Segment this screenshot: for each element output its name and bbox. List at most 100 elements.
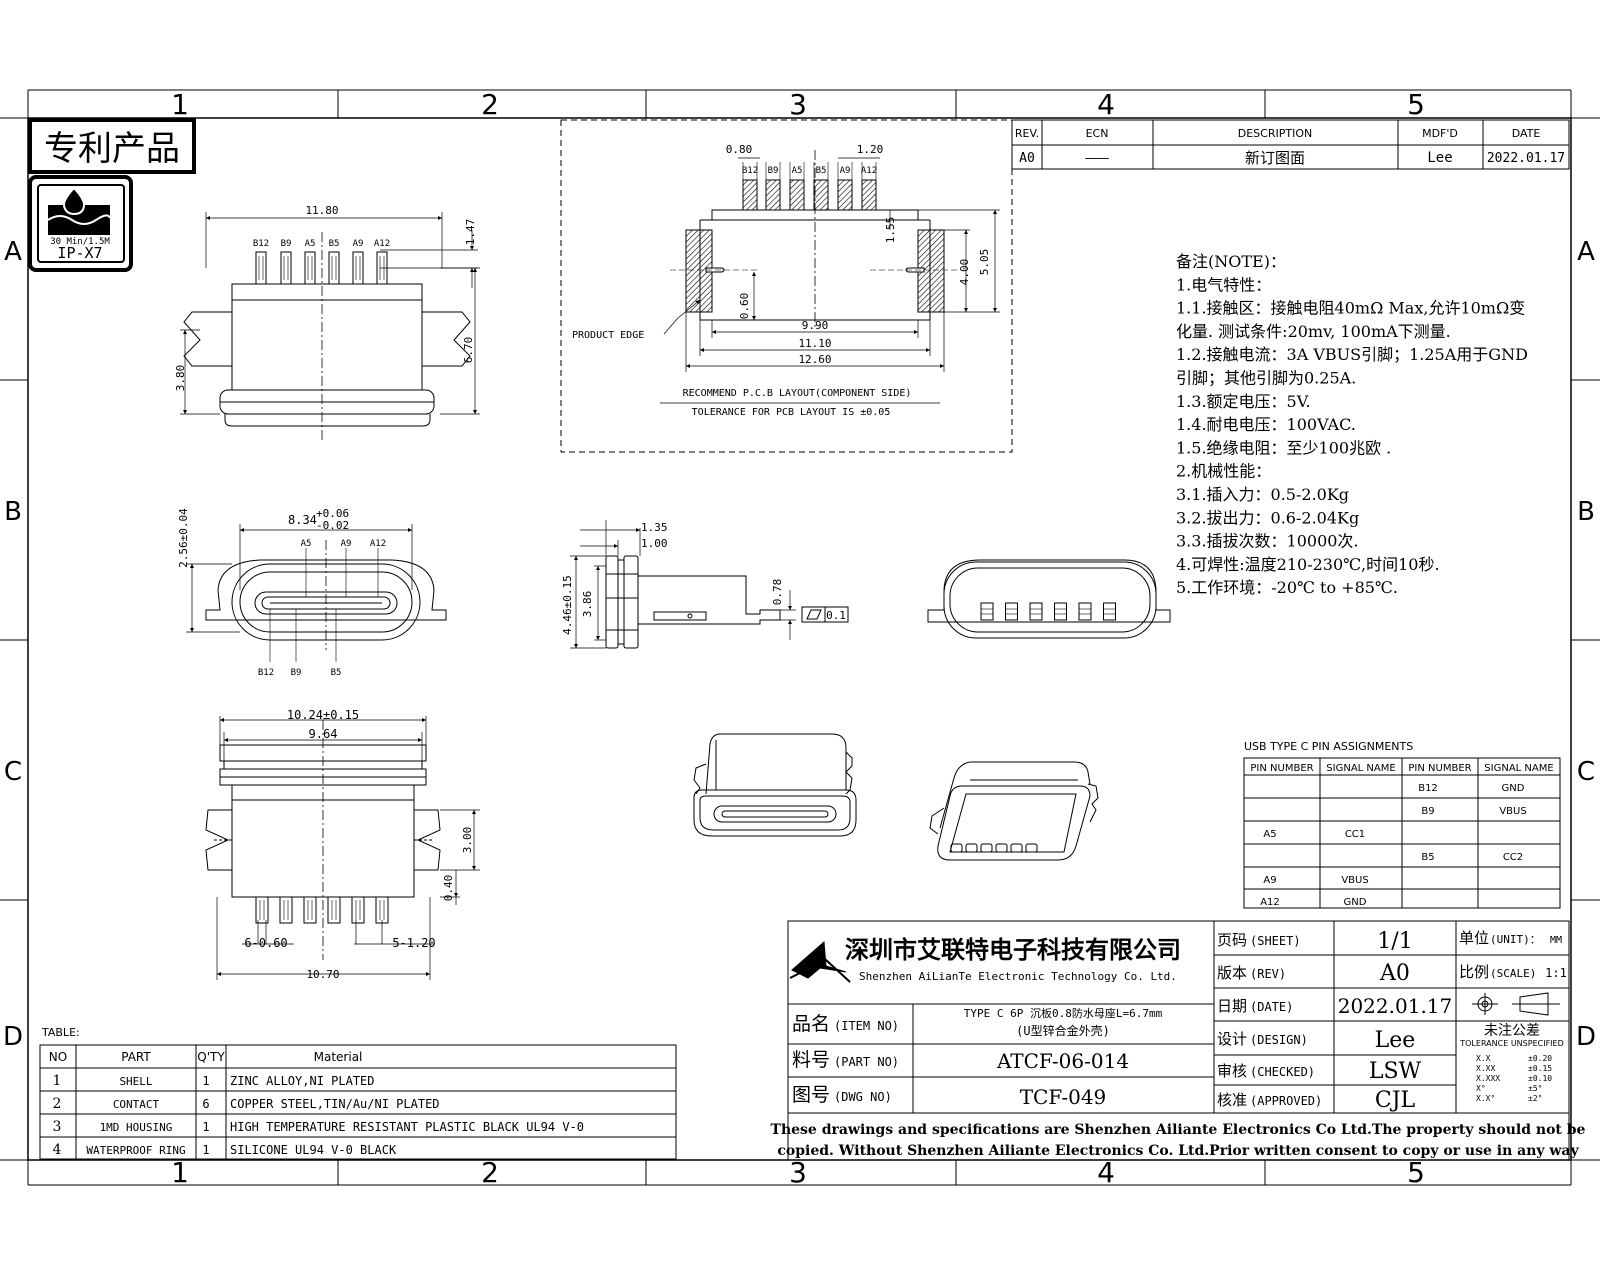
date-value: 2022.01.17: [1338, 994, 1453, 1018]
zone-col-3: 3: [789, 88, 807, 121]
pin-table-cell: CC1: [1345, 829, 1365, 840]
bottom-dim-964: 9.64: [309, 727, 338, 741]
side-dim-446: 4.46±0.15: [561, 575, 574, 635]
top-pin-label-B9: B9: [281, 239, 292, 249]
bottom-pin: [255, 896, 269, 924]
side-dim-100: 1.00: [641, 537, 668, 550]
material-part: 1MD HOUSING: [100, 1121, 173, 1134]
zone-row-B: B: [4, 497, 22, 527]
part-label: 料号: [792, 1049, 830, 1071]
rev-value: A0: [1379, 961, 1410, 986]
pin-table-cell: CC2: [1503, 852, 1523, 863]
pcb-dim-120: 1.20: [857, 143, 884, 156]
note-line: 1.5.绝缘电阻：至少100兆欧 .: [1176, 438, 1391, 457]
rear-pin-window: [980, 602, 994, 621]
note-line: 4.可焊性:温度210-230℃,时间10秒.: [1176, 555, 1440, 574]
company-name-en: Shenzhen AiLianTe Electronic Technology …: [859, 970, 1177, 983]
side-flatness: 0.1: [826, 609, 846, 622]
note-line: 1.3.额定电压：5V.: [1176, 392, 1311, 411]
zone-col-4-bottom: 4: [1097, 1156, 1115, 1189]
material-no: 3: [53, 1119, 62, 1135]
rev-header-mdfd: MDF'D: [1422, 127, 1458, 140]
pin-table-cell: VBUS: [1341, 875, 1368, 886]
top-pin-label-A12: A12: [374, 239, 390, 249]
pin-table-cell: GND: [1502, 783, 1525, 794]
side-dim-078: 0.78: [771, 579, 784, 606]
checked-value: LSW: [1369, 1059, 1422, 1084]
rev-row-date: 2022.01.17: [1487, 151, 1565, 166]
tolerance-key: X.X°: [1476, 1094, 1495, 1103]
pcb-pad-A12: [861, 179, 877, 211]
checked-label: 审核: [1217, 1062, 1247, 1080]
notes-block: 备注(NOTE)：1.电气特性：1.1.接触区：接触电阻40mΩ Max,允许1…: [1176, 252, 1528, 597]
pcb-pad-B12: [742, 179, 758, 211]
top-pin-B9: [280, 251, 292, 285]
pcb-pin-label-A12: A12: [861, 166, 877, 176]
scale-label: 比例: [1459, 963, 1489, 981]
tolerance-key: X.X: [1476, 1054, 1491, 1063]
design-value: Lee: [1375, 1028, 1416, 1053]
material-qty: 6: [202, 1097, 209, 1111]
item-value-2: (U型锌合金外壳): [1016, 1023, 1110, 1038]
zone-col-1: 1: [171, 88, 189, 121]
material-qty: 1: [202, 1120, 209, 1134]
unit-label: 单位: [1459, 929, 1489, 947]
pin-table-header: PIN NUMBER: [1250, 763, 1313, 774]
material-header: Material: [314, 1050, 363, 1064]
tolerance-value: ±2°: [1528, 1094, 1542, 1103]
design-label: 设计: [1217, 1030, 1247, 1048]
item-value-1: TYPE C 6P 沉板0.8防水母座L=6.7mm: [964, 1006, 1163, 1020]
design-label-en: (DESIGN): [1250, 1033, 1308, 1047]
bottom-pin: [279, 896, 293, 924]
company-logo: [791, 940, 847, 979]
rear-pin-window: [1029, 602, 1043, 621]
rev-label: 版本: [1217, 964, 1247, 982]
bottom-view: [205, 716, 480, 980]
part-label-en: (PART NO): [834, 1055, 899, 1069]
material-description: COPPER STEEL,TIN/Au/NI PLATED: [230, 1097, 440, 1111]
material-part: SHELL: [119, 1075, 152, 1088]
sheet-label: 页码: [1217, 931, 1247, 949]
bottom-dim-pitch-b: 5-1.20: [392, 936, 435, 950]
material-description: HIGH TEMPERATURE RESISTANT PLASTIC BLACK…: [230, 1120, 584, 1134]
dwg-value: TCF-049: [1020, 1085, 1107, 1109]
rear-view: [927, 559, 1171, 639]
pin-table-cell: VBUS: [1499, 806, 1526, 817]
title-block: [787, 920, 1570, 1161]
material-part: WATERPROOF RING: [86, 1144, 185, 1157]
pcb-dim-080: 0.80: [726, 143, 753, 156]
side-dim-135: 1.35: [641, 521, 668, 534]
zone-col-2-bottom: 2: [481, 1156, 499, 1189]
iso-pin: [950, 843, 963, 853]
tolerance-key: X.XX: [1476, 1064, 1495, 1073]
top-view: [180, 212, 480, 440]
top-pin-label-B5: B5: [329, 239, 340, 249]
top-dim-pin-len: 1.47: [464, 219, 477, 246]
bottom-view-labels: 10.24±0.15 9.64 3.00 0.40 6-0.60 5-1.20 …: [244, 708, 474, 981]
material-description: ZINC ALLOY,NI PLATED: [230, 1074, 375, 1088]
front-pin-a9: A9: [341, 539, 352, 549]
note-line: 3.2.拔出力：0.6-2.04Kg: [1176, 508, 1359, 527]
tolerance-value: ±0.15: [1528, 1064, 1552, 1073]
front-tol-plus: +0.06: [316, 507, 349, 520]
pcb-pin-label-A9: A9: [840, 166, 851, 176]
ip-rating-badge: 30 Min/1.5M IP-X7: [28, 175, 133, 272]
tolerance-value: ±5°: [1528, 1084, 1542, 1093]
zone-col-3-bottom: 3: [789, 1156, 807, 1189]
top-pin-A5: [304, 251, 316, 285]
pcb-dim-400: 4.00: [958, 259, 971, 286]
note-line: 5.工作环境：-20℃ to +85℃.: [1176, 578, 1398, 597]
pcb-dim-1110: 11.10: [798, 337, 831, 350]
rev-row-description: 新订图面: [1245, 149, 1305, 167]
side-view-labels: 1.35 1.00 4.46±0.15 3.86 0.78 0.1: [561, 521, 846, 635]
note-line: 2.机械性能：: [1176, 462, 1271, 481]
top-dim-width: 11.80: [305, 204, 338, 217]
pcb-pin-label-B5: B5: [816, 166, 827, 176]
note-line: 1.2.接触电流：3A VBUS引脚；1.25A用于GND: [1176, 345, 1528, 364]
tolerance-key: X.XXX: [1476, 1074, 1500, 1083]
bottom-dim-300: 3.00: [461, 827, 474, 854]
top-pin-A9: [352, 251, 364, 285]
